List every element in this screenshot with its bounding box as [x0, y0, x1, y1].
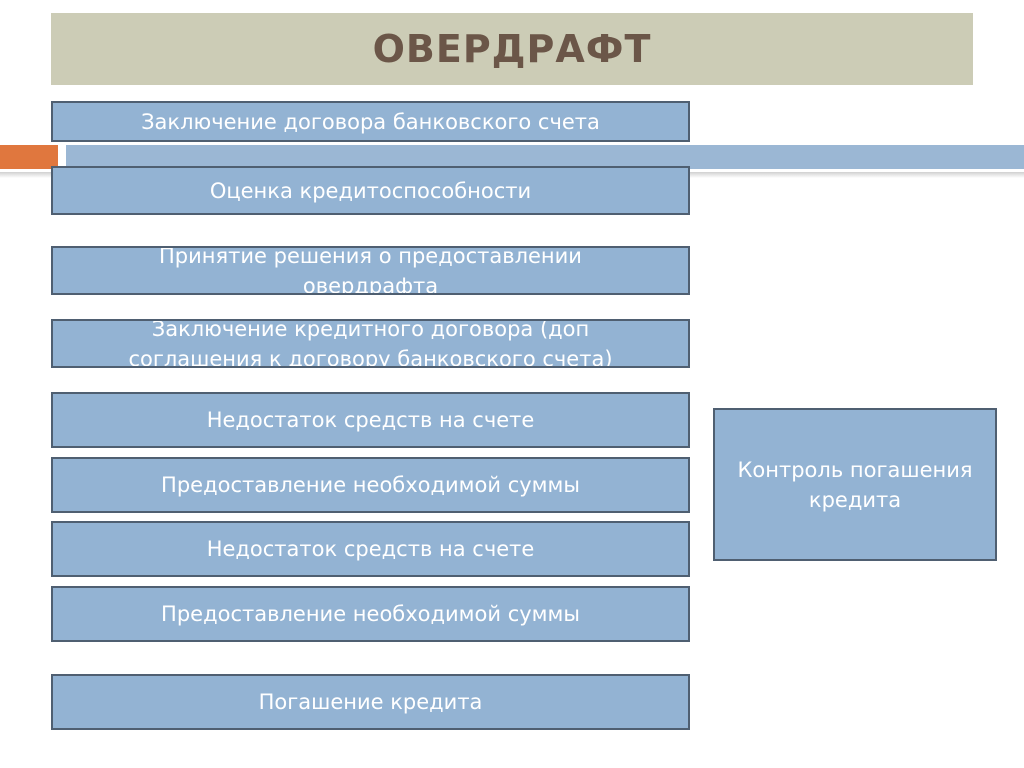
step-label: Предоставление необходимой суммы	[161, 473, 580, 497]
step-label: Оценка кредитоспособности	[209, 178, 532, 203]
step-box-3: Принятие решения о предоставлении овердр…	[51, 246, 690, 295]
step-label: Заключение кредитного договора (доп согл…	[128, 319, 613, 368]
decorative-stripe-orange	[0, 145, 58, 169]
step-box-9: Погашение кредита	[51, 674, 690, 730]
slide-title: ОВЕРДРАФТ	[372, 27, 652, 71]
title-bar: ОВЕРДРАФТ	[51, 13, 973, 85]
step-label: Заключение договора банковского счета	[141, 109, 600, 134]
decorative-stripe-blue	[66, 145, 1024, 169]
step-label: Погашение кредита	[258, 690, 483, 714]
side-box-label: Контроль погашения кредита	[737, 457, 973, 512]
step-label: Предоставление необходимой суммы	[161, 602, 580, 626]
step-label: Недостаток средств на счете	[206, 537, 535, 561]
step-label: Недостаток средств на счете	[206, 408, 535, 432]
step-box-6: Предоставление необходимой суммы	[51, 457, 690, 513]
step-box-8: Предоставление необходимой суммы	[51, 586, 690, 642]
step-box-7: Недостаток средств на счете	[51, 521, 690, 577]
step-box-4: Заключение кредитного договора (доп согл…	[51, 319, 690, 368]
step-box-5: Недостаток средств на счете	[51, 392, 690, 448]
step-box-1: Заключение договора банковского счета	[51, 101, 690, 142]
step-box-2: Оценка кредитоспособности	[51, 166, 690, 215]
side-box-control: Контроль погашения кредита	[713, 408, 997, 561]
step-label: Принятие решения о предоставлении овердр…	[159, 246, 582, 295]
decorative-stripe-gap	[58, 140, 66, 174]
